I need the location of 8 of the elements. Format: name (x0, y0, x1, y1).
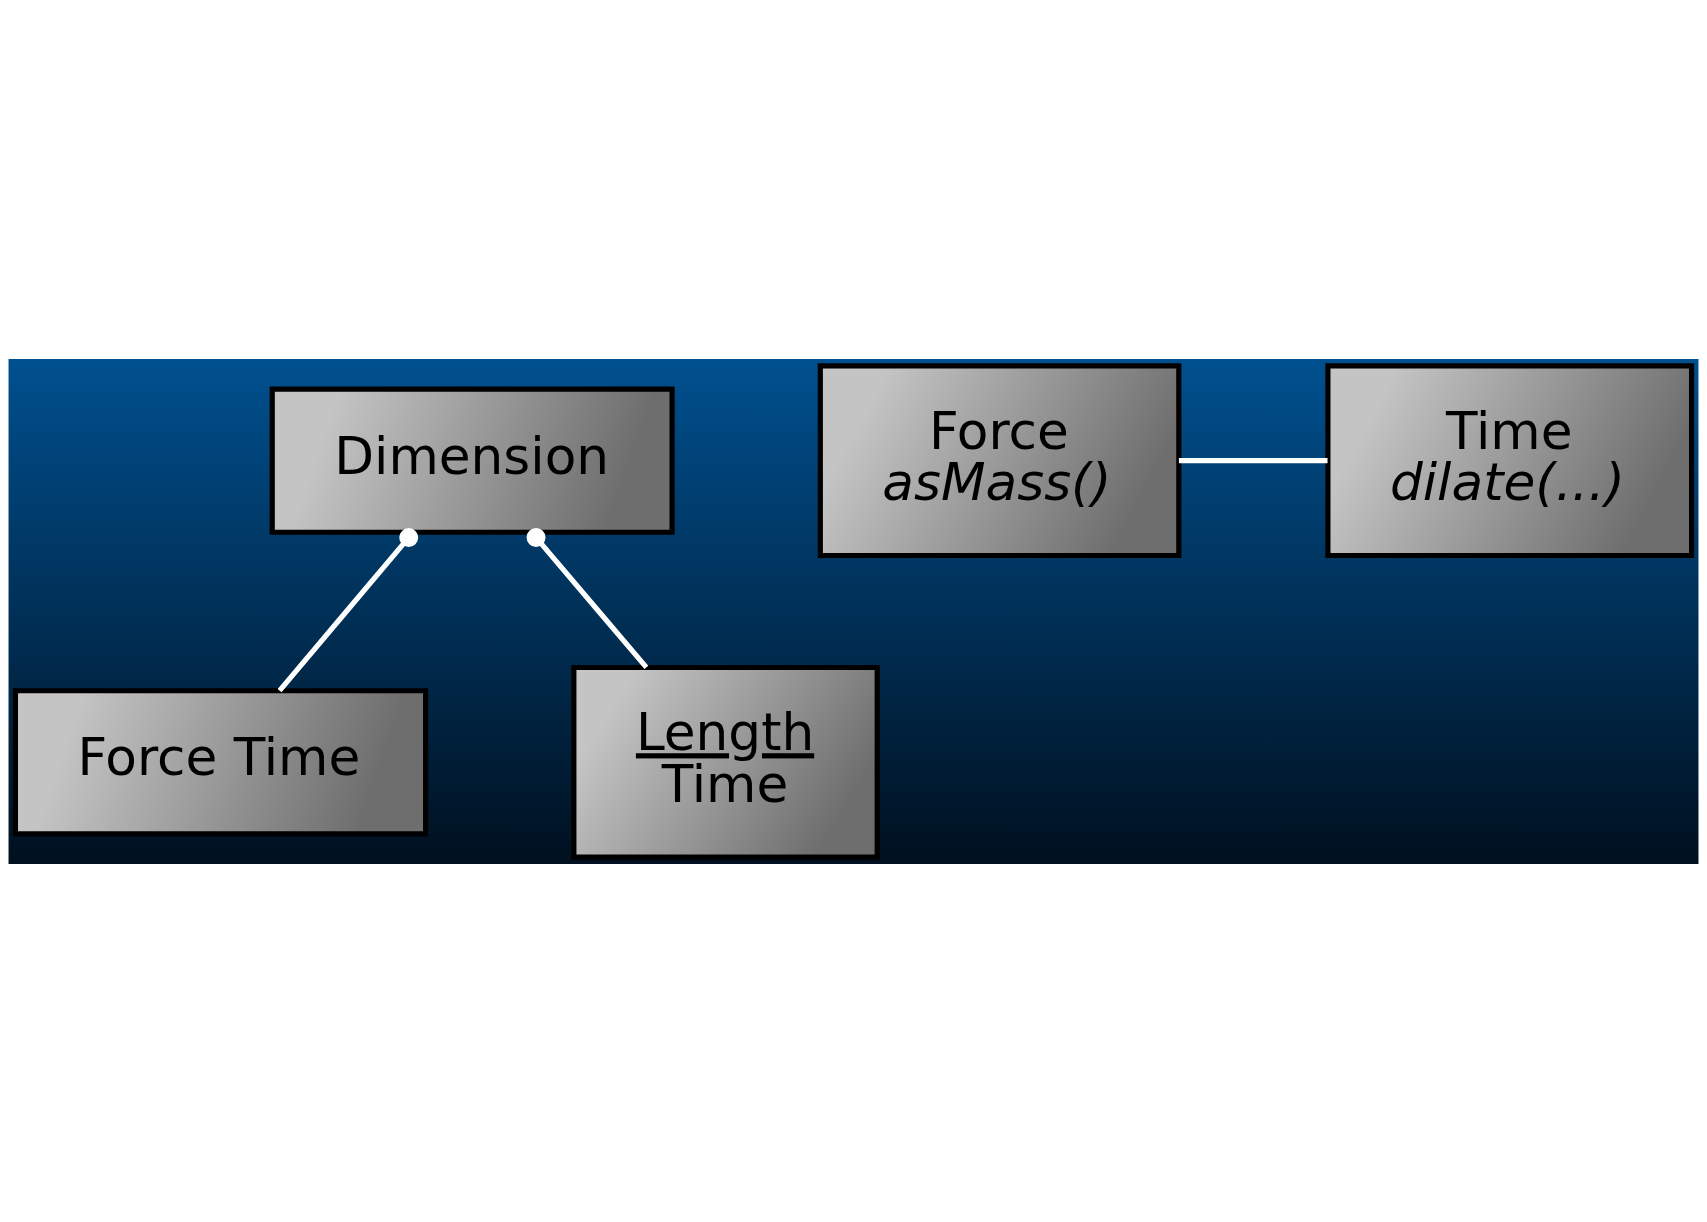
node-box: Force asMass() (817, 362, 1182, 558)
node-box: Dimension (269, 386, 675, 535)
node-box: Length Time (571, 664, 880, 860)
connector (277, 527, 419, 692)
connector (526, 527, 649, 669)
connector (1178, 457, 1328, 463)
node-box: Force Time (12, 687, 429, 836)
node-box: Time dilate(...) (1325, 362, 1695, 558)
